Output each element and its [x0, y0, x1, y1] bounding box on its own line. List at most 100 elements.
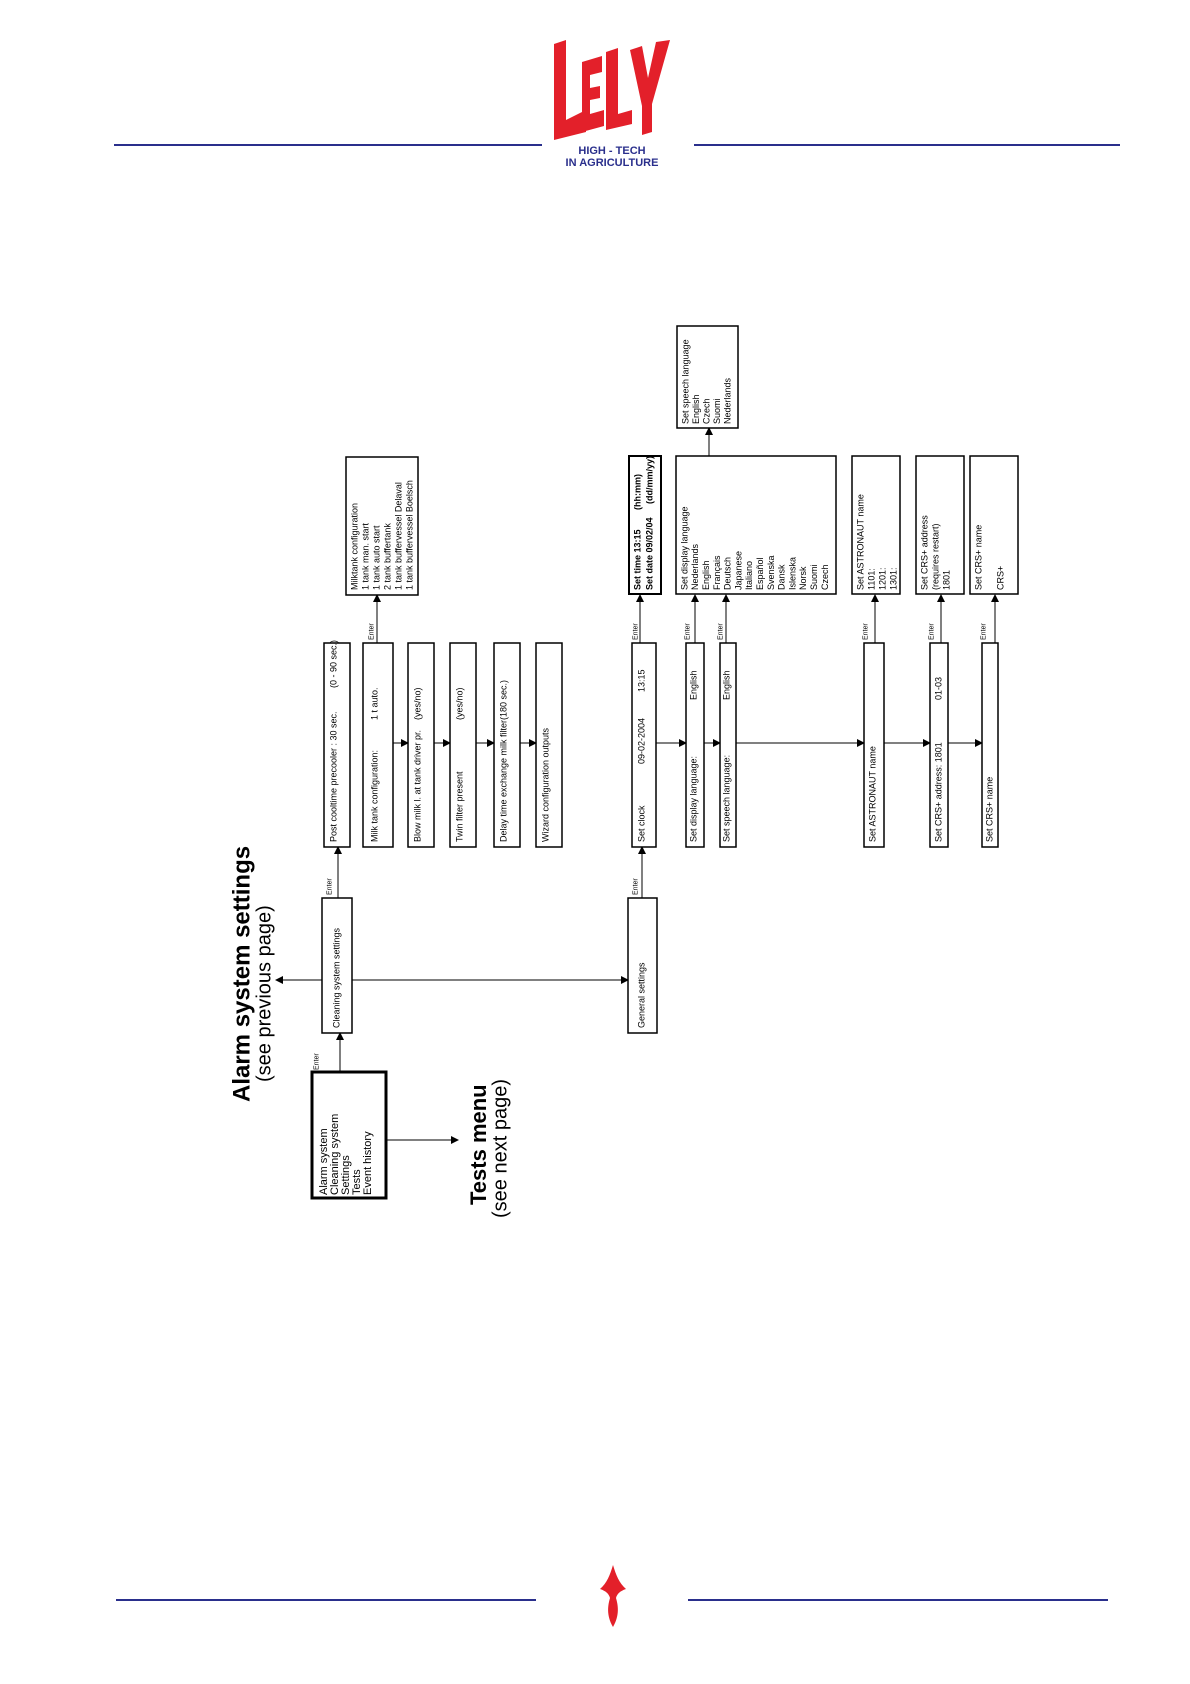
cleaning-item-value-2: (yes/no) — [412, 687, 422, 720]
display-lang-option-5: Japanese — [733, 551, 743, 590]
display-lang-option-13: Czech — [820, 564, 830, 590]
cleaning-settings-box — [321, 897, 353, 1034]
display-lang-box — [685, 642, 705, 848]
milktank-config-line-4: 1 tank buffervessel Delaval — [393, 482, 403, 590]
enter-label-6: Enter — [718, 623, 725, 640]
set-clock-date: 09-02-2004 — [636, 718, 646, 764]
crs-name-list-box — [969, 455, 1019, 595]
set-clock-label: Set clock — [636, 805, 646, 842]
set-time-line-label-1: Set date 09/02/04 — [644, 517, 654, 590]
set-clock-time: 13:15 — [636, 669, 646, 692]
speech-lang-option-0: Set speech language — [680, 339, 690, 424]
tests-subtitle: (see next page) — [489, 1079, 511, 1218]
speech-lang-list-box — [676, 325, 739, 429]
enter-label-0: Enter — [314, 1053, 321, 1070]
milk-tank-box — [362, 642, 394, 848]
milktank-config-line-0: Milktank configuration — [349, 503, 359, 590]
cleaning-item-value-3: (yes/no) — [454, 687, 464, 720]
astronaut-option-1: 1101: — [866, 568, 876, 590]
footer-rule-left — [116, 1599, 536, 1601]
main-menu-item-0: Alarm system — [318, 1128, 330, 1195]
lely-flame-icon — [600, 1565, 626, 1627]
display-lang-label: Set display language: — [688, 756, 698, 842]
speech-lang-label: Set speech language: — [721, 755, 731, 842]
post-cooltime-box — [323, 642, 351, 848]
display-lang-option-7: Español — [755, 557, 765, 590]
main-menu-item-1: Cleaning system — [329, 1114, 341, 1195]
wizard-box — [535, 642, 563, 848]
blow-milk-box — [407, 642, 435, 848]
milktank-config-line-2: 1 tank auto start — [371, 525, 381, 590]
cleaning-item-label-5: Wizard configuration outputs — [540, 727, 550, 842]
enter-label-1: Enter — [327, 878, 334, 895]
display-lang-option-12: Suomi — [809, 564, 819, 590]
crs-address-option-2: 1801 — [941, 570, 951, 590]
set-time-box — [628, 455, 662, 595]
cleaning-item-value-1: 1 t auto. — [369, 687, 379, 720]
diagram-texts: Alarm system settings(see previous page)… — [229, 339, 1006, 1218]
crs-address-label: Set CRS+ address: 1801 — [933, 742, 943, 842]
cleaning-item-value-0: (0 - 90 sec.) — [328, 640, 338, 688]
astronaut-list-box — [851, 455, 901, 595]
display-lang-option-11: Norsk — [798, 566, 808, 590]
crs-name-label: Set CRS+ name — [984, 777, 994, 842]
display-lang-option-2: English — [701, 560, 711, 590]
display-lang-value: English — [688, 670, 698, 700]
logo-tagline-2: IN AGRICULTURE — [566, 157, 659, 169]
display-lang-option-3: Français — [712, 555, 722, 590]
cleaning-item-label-4: Delay time exchange milk filter — [498, 720, 508, 842]
header-rule-left — [114, 144, 542, 146]
speech-lang-option-3: Suomi — [712, 398, 722, 424]
crs-address-option-0: Set CRS+ address — [919, 515, 929, 590]
display-lang-option-6: Italiano — [744, 561, 754, 590]
enter-label-8: Enter — [929, 623, 936, 640]
crs-address-box — [929, 642, 949, 848]
crs-address-option-1: (requires restart) — [930, 523, 940, 590]
set-time-line-label-0: Set time 13:15 — [632, 529, 642, 590]
cleaning-item-label-1: Milk tank configuration: — [369, 750, 379, 842]
diagram-boxes — [310, 325, 1019, 1200]
delay-time-box — [493, 642, 521, 848]
main-menu-item-4: Event history — [362, 1131, 374, 1195]
milktank-config-line-5: 1 tank buffervessel Boelsch — [404, 480, 414, 590]
display-lang-option-9: Dansk — [777, 564, 787, 590]
speech-lang-option-4: Nederlands — [722, 377, 732, 424]
display-lang-option-1: Nederlands — [690, 543, 700, 590]
astronaut-option-2: 1201: — [877, 567, 887, 590]
crs-name-box — [981, 642, 999, 848]
speech-lang-value: English — [721, 670, 731, 700]
set-time-line-value-0: (hh:mm) — [632, 474, 642, 510]
crs-name-option-0: Set CRS+ name — [973, 525, 983, 590]
crs-address-list-box — [915, 455, 965, 595]
enter-label-4: Enter — [369, 623, 376, 640]
cleaning-item-label-0: Post cooltime precooler : 30 sec. — [328, 711, 338, 842]
display-lang-option-0: Set display language — [679, 506, 689, 590]
astronaut-option-3: 1301: — [888, 567, 898, 590]
header-rule-right — [694, 144, 1120, 146]
display-lang-option-4: Deutsch — [723, 557, 733, 590]
enter-label-3: Enter — [633, 623, 640, 640]
alarm-title: Alarm system settings — [229, 846, 256, 1102]
cleaning-item-label-2: Blow milk l. at tank driver pr. — [412, 730, 422, 842]
speech-lang-option-2: Czech — [701, 398, 711, 424]
set-clock-box — [631, 642, 657, 848]
twin-filter-box — [449, 642, 477, 848]
milktank-config-line-3: 2 tank buffertank — [382, 523, 392, 590]
crs-address-value: 01-03 — [933, 677, 943, 700]
main-menu-item-3: Tests — [351, 1169, 363, 1195]
tests-title: Tests menu — [466, 1084, 491, 1205]
cleaning-settings-label: Cleaning system settings — [331, 927, 341, 1028]
set-time-line-value-1: (dd/mm/yy) — [644, 456, 654, 504]
display-lang-option-10: Islenska — [787, 557, 797, 590]
crs-name-option-2: CRS+ — [995, 566, 1005, 590]
milktank-config-box — [345, 456, 419, 596]
enter-label-9: Enter — [981, 623, 988, 640]
speech-lang-box — [719, 642, 737, 848]
cleaning-item-label-3: Twin filter present — [454, 771, 464, 842]
lely-logo-mark — [554, 40, 670, 140]
enter-label-2: Enter — [633, 878, 640, 895]
main-menu-item-2: Settings — [340, 1155, 352, 1195]
astronaut-box — [863, 642, 885, 848]
alarm-subtitle: (see previous page) — [253, 905, 275, 1082]
